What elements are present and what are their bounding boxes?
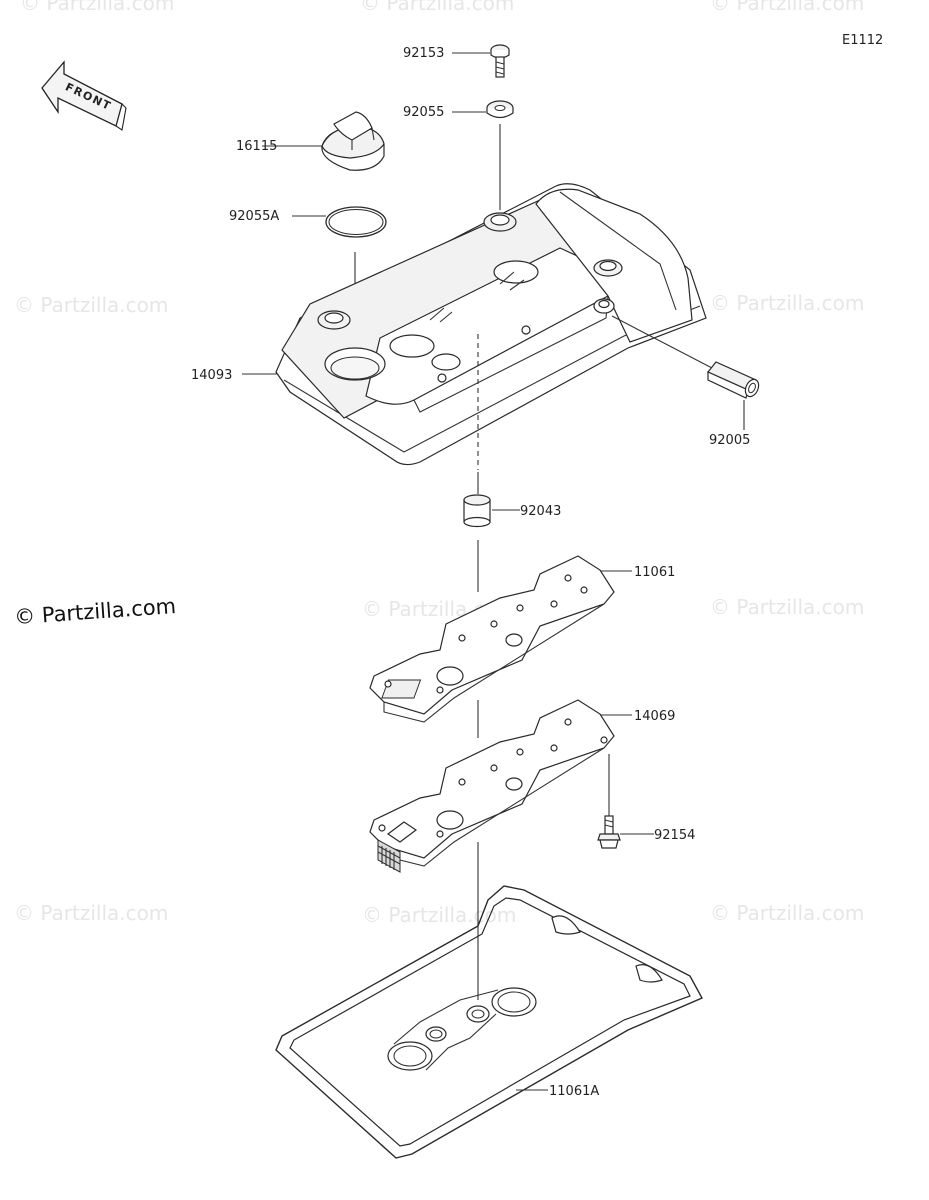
washer-92055: [486, 100, 514, 119]
watermark-main-text: © Partzilla.com: [13, 594, 176, 629]
callout-14093: 14093: [191, 368, 232, 383]
gasket-11061A: [275, 885, 703, 1159]
watermark-text: © Partzilla.com: [14, 293, 168, 317]
callout-92153: 92153: [403, 46, 444, 61]
bolt-92153: [490, 44, 510, 78]
callout-14069: 14069: [634, 709, 675, 724]
callout-92005: 92005: [709, 433, 750, 448]
callout-16115: 16115: [236, 139, 277, 154]
callout-92055A: 92055A: [229, 209, 279, 224]
front-arrow-icon: FRONT: [41, 60, 127, 131]
watermark-text: © Partzilla.com: [710, 595, 864, 619]
watermark-text: © Partzilla.com: [20, 0, 174, 15]
o-ring-92055A: [325, 206, 387, 238]
diagram-code: E1112: [842, 33, 883, 48]
gasket-14069: [369, 699, 615, 873]
callout-92043: 92043: [520, 504, 561, 519]
watermark-text: © Partzilla.com: [710, 901, 864, 925]
watermarks: © Partzilla.com © Partzilla.com © Partzi…: [14, 0, 864, 927]
callout-92154: 92154: [654, 828, 695, 843]
watermark-text: © Partzilla.com: [14, 901, 168, 925]
hose-92005: [707, 361, 760, 399]
watermark-text: © Partzilla.com: [710, 291, 864, 315]
gasket-11061: [369, 555, 615, 723]
oil-cap-16115: [321, 111, 385, 171]
head-cover-14093: [275, 183, 707, 466]
collar-92043: [463, 494, 491, 528]
callout-11061A: 11061A: [549, 1084, 599, 1099]
watermark-text: © Partzilla.com: [360, 0, 514, 15]
bolt-92154: [597, 815, 621, 849]
callout-11061: 11061: [634, 565, 675, 580]
watermark-text: © Partzilla.com: [710, 0, 864, 15]
watermark-main: © Partzilla.com: [13, 594, 176, 629]
callout-92055: 92055: [403, 105, 444, 120]
